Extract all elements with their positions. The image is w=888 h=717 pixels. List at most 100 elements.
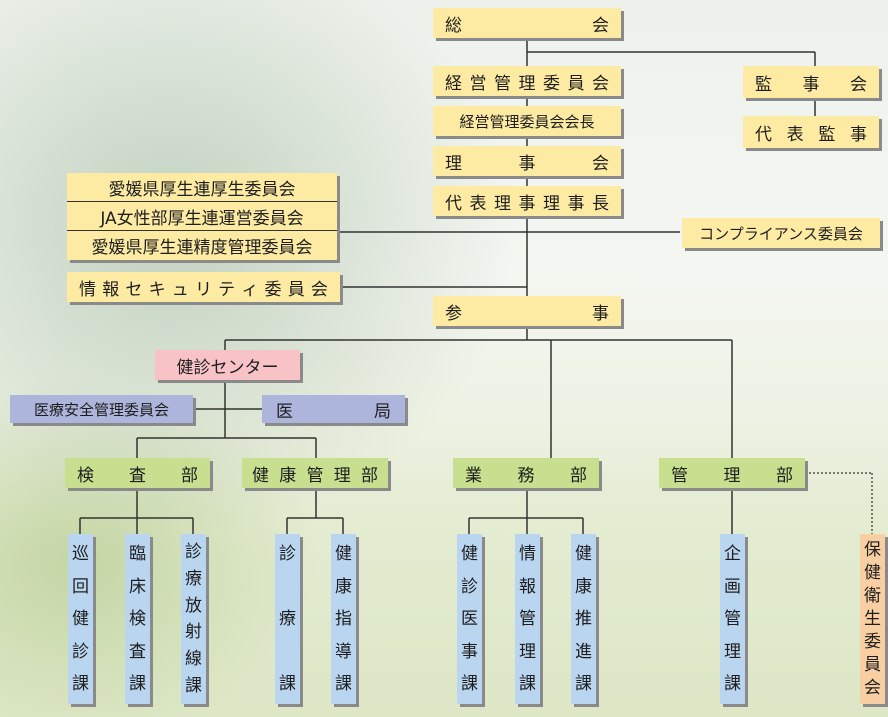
section-char: 健: [461, 544, 478, 564]
section-char: 事: [461, 641, 478, 662]
committee-row: JA女性部厚生連運営委員会: [67, 202, 337, 231]
representative-director-box: 代 表 理 事 理 事 長: [433, 186, 621, 216]
compliance-committee-box: コンプライアンス委員会: [682, 218, 880, 248]
health-center-box: 健診センター: [155, 350, 300, 380]
section-char: 保: [864, 540, 881, 560]
auditors-char: 事: [802, 74, 820, 95]
auditors-char: 監: [755, 74, 772, 95]
section-char: 康: [335, 576, 352, 597]
section-char: 健: [335, 544, 352, 564]
info-security-char: 委: [264, 279, 282, 300]
info-security-char: リ: [194, 279, 212, 300]
representative-director-char: 長: [592, 193, 609, 214]
medical-office-char: 医: [276, 401, 293, 422]
medical-office-char: 局: [374, 401, 391, 422]
business-department-box: 業 務 部: [453, 458, 599, 488]
councilor-char: 参: [445, 303, 462, 324]
administration-department-char: 理: [723, 465, 741, 486]
health-promotion-section-box: 健 康 推 進 課: [571, 534, 596, 704]
councilor-char: 事: [592, 303, 609, 324]
representative-auditor-box: 代 表 監 事: [743, 116, 879, 148]
info-security-char: セ: [125, 279, 143, 300]
management-committee-char: 員: [567, 73, 585, 94]
section-char: 臨: [129, 544, 146, 564]
info-security-char: ィ: [241, 279, 259, 300]
section-char: 課: [335, 674, 352, 694]
administration-department-char: 部: [776, 465, 793, 486]
section-char: 床: [129, 576, 146, 597]
representative-auditor-char: 監: [818, 124, 836, 145]
section-char: 衛: [864, 586, 881, 606]
medical-office-box: 医 局: [262, 395, 405, 423]
section-char: 巡: [72, 544, 89, 564]
inspection-department-char: 検: [77, 465, 94, 486]
section-char: 診: [185, 542, 202, 562]
section-char: 報: [519, 576, 536, 597]
section-char: 理: [519, 641, 536, 662]
management-committee-char: 管: [494, 73, 511, 94]
administration-department-box: 管 理 部: [659, 458, 805, 488]
representative-auditor-char: 事: [849, 124, 867, 145]
section-char: 課: [724, 674, 741, 694]
health-management-department-box: 健 康 管 理 部: [242, 458, 388, 488]
board-char: 事: [518, 153, 536, 174]
management-committee-chair-label: 経営管理委員会会長: [459, 112, 595, 131]
general-meeting-char: 総: [445, 15, 462, 36]
business-department-char: 務: [517, 465, 535, 486]
section-char: 診: [72, 641, 89, 662]
section-char: 画: [724, 576, 741, 597]
section-char: 推: [575, 609, 592, 629]
board-char: 会: [592, 153, 609, 174]
representative-director-char: 事: [518, 193, 536, 214]
committee-row: 愛媛県厚生連精度管理委員会: [91, 238, 313, 258]
representative-director-char: 事: [567, 193, 585, 214]
management-committee-chair-box: 経営管理委員会会長: [433, 106, 621, 136]
checkup-affairs-section-box: 健 診 医 事 課: [457, 534, 482, 704]
medical-safety-committee-label: 医療安全管理委員会: [33, 400, 169, 419]
section-char: 課: [279, 674, 296, 694]
committees-stack: 愛媛県厚生連厚生委員会 JA女性部厚生連運営委員会 愛媛県厚生連精度管理委員会: [67, 173, 337, 260]
section-char: 企: [724, 544, 741, 564]
management-committee-char: 会: [592, 73, 609, 94]
section-char: 検: [129, 609, 146, 629]
info-security-char: キ: [148, 279, 166, 300]
committee-row: 愛媛県厚生連厚生委員会: [67, 173, 337, 202]
auditors-box: 監 事 会: [743, 66, 879, 98]
general-meeting-char: 会: [592, 15, 609, 36]
business-department-char: 部: [570, 465, 587, 486]
section-char: 療: [185, 568, 202, 589]
board-box: 理 事 会: [433, 146, 621, 176]
section-char: 課: [461, 674, 478, 694]
section-char: 課: [575, 674, 592, 694]
representative-director-char: 理: [494, 193, 511, 214]
health-management-char: 健: [252, 465, 269, 486]
info-security-char: 情: [79, 279, 96, 300]
health-guidance-section-box: 健 康 指 導 課: [331, 534, 356, 704]
section-char: 課: [129, 674, 146, 694]
section-char: 線: [185, 649, 202, 670]
auditors-char: 会: [850, 74, 867, 95]
clinical-lab-section-box: 臨 床 検 査 課: [125, 534, 150, 704]
health-management-char: 部: [361, 465, 378, 486]
section-char: 診: [279, 544, 296, 564]
administration-department-char: 管: [671, 465, 688, 486]
section-char: 生: [864, 609, 881, 629]
section-char: 課: [519, 674, 536, 694]
section-char: 員: [864, 655, 881, 675]
info-security-char: 会: [310, 279, 328, 300]
section-char: 進: [575, 641, 592, 662]
section-char: 委: [864, 632, 881, 652]
section-char: 指: [335, 609, 352, 629]
planning-section-box: 企 画 管 理 課: [720, 534, 745, 704]
health-management-char: 康: [279, 465, 297, 486]
radiology-section-box: 診 療 放 射 線 課: [181, 534, 206, 704]
section-char: 健: [864, 563, 881, 583]
section-char: 査: [129, 641, 146, 662]
business-department-char: 業: [465, 465, 482, 486]
section-char: 情: [519, 544, 536, 564]
section-char: 健: [72, 609, 89, 629]
representative-director-char: 表: [469, 193, 487, 214]
compliance-committee-label: コンプライアンス委員会: [699, 224, 863, 243]
management-committee-char: 営: [469, 73, 487, 94]
